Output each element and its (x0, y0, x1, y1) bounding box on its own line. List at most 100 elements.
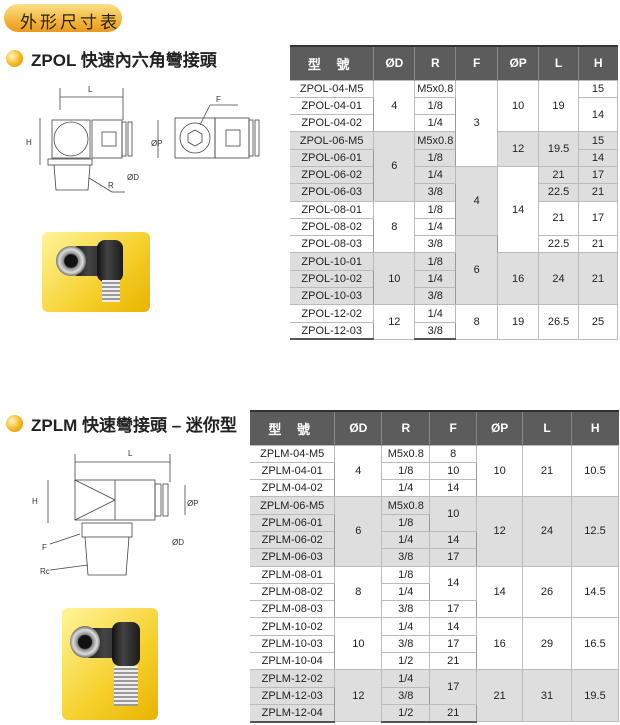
value-cell: 1/4 (381, 582, 431, 602)
value-cell: 1/4 (381, 479, 431, 498)
zpol-dimension-drawing: L H ØP ØD R F (26, 85, 260, 193)
value-cell: 8 (455, 304, 499, 340)
label-Rc: Rc (40, 567, 50, 576)
column-header: ØD (373, 45, 415, 80)
value-cell: 10 (497, 79, 540, 133)
model-cell: ZPLM-12-02 (250, 669, 336, 688)
column-header: F (455, 45, 498, 80)
value-cell: 1/2 (381, 703, 431, 723)
model-cell: ZPOL-10-01 (290, 252, 375, 271)
value-cell: 10 (429, 461, 478, 481)
model-cell: ZPLM-06-02 (250, 530, 336, 550)
model-cell: ZPLM-06-01 (250, 513, 336, 532)
value-cell: 21 (578, 235, 618, 254)
value-cell: M5x0.8 (414, 79, 457, 98)
value-cell: 10 (476, 444, 524, 498)
zplm-product-photo (62, 608, 158, 720)
value-cell: 21 (538, 165, 580, 185)
value-cell: 22.5 (538, 183, 580, 202)
model-cell: ZPLM-04-M5 (250, 444, 336, 463)
value-cell: 21 (578, 252, 618, 306)
value-cell: 24 (538, 252, 580, 306)
model-cell: ZPOL-08-01 (290, 200, 375, 219)
model-cell: ZPOL-06-M5 (290, 131, 375, 150)
value-cell: 10 (334, 617, 383, 671)
value-cell: 24 (522, 496, 572, 567)
value-cell: 19.5 (538, 131, 580, 167)
value-cell: 8 (373, 200, 416, 254)
value-cell: 6 (455, 235, 499, 306)
column-header: 型 號 (250, 410, 335, 445)
section-badge: 外形尺寸表 (4, 4, 122, 32)
column-header: ØP (497, 45, 539, 80)
column-header: H (571, 410, 619, 445)
value-cell: 14 (497, 165, 540, 254)
value-cell: 16 (476, 617, 524, 671)
value-cell: 14 (429, 617, 478, 636)
label-P: ØP (187, 499, 199, 508)
label-D: ØD (172, 538, 184, 547)
model-cell: ZPOL-12-02 (290, 304, 375, 323)
value-cell: 6 (334, 496, 383, 567)
value-cell: 22.5 (538, 235, 580, 254)
value-cell: 3/8 (381, 600, 431, 619)
column-header: F (429, 410, 477, 445)
value-cell: 17 (429, 634, 478, 654)
model-cell: ZPLM-08-02 (250, 582, 336, 602)
column-header: R (414, 45, 456, 80)
value-cell: 8 (429, 444, 478, 463)
value-cell: 15 (578, 79, 618, 98)
value-cell: 21 (522, 444, 572, 498)
value-cell: 1/8 (381, 513, 431, 532)
value-cell: 14 (578, 96, 618, 133)
label-F: F (216, 95, 221, 104)
value-cell: 14 (429, 565, 478, 602)
value-cell: 3/8 (381, 548, 431, 567)
model-cell: ZPOL-06-03 (290, 183, 375, 202)
value-cell: 6 (373, 131, 416, 202)
label-R: R (108, 181, 114, 190)
value-cell: 10 (373, 252, 416, 306)
value-cell: 1/4 (414, 217, 457, 237)
column-header: ØD (334, 410, 382, 445)
model-cell: ZPLM-10-02 (250, 617, 336, 636)
model-cell: ZPOL-10-03 (290, 287, 375, 306)
label-D: ØD (127, 173, 139, 182)
label-F: F (42, 543, 47, 552)
bullet-icon (6, 415, 23, 432)
value-cell: 12 (497, 131, 540, 167)
value-cell: 29 (522, 617, 572, 671)
zpol-title-text: ZPOL 快速內六角彎接頭 (31, 51, 217, 70)
value-cell: 1/4 (414, 269, 457, 289)
column-header: ØP (476, 410, 523, 445)
value-cell: M5x0.8 (381, 444, 431, 463)
table-row: ZPLM-08-02 1/4 (250, 582, 619, 602)
label-L: L (128, 449, 133, 458)
value-cell: 1/4 (414, 114, 457, 133)
value-cell: 19 (538, 79, 580, 133)
label-H: H (26, 138, 32, 147)
column-header: 型 號 (290, 45, 374, 80)
value-cell: 1/4 (414, 304, 457, 323)
value-cell: 21 (429, 652, 478, 671)
value-cell: 1/4 (381, 530, 431, 550)
value-cell: 10 (429, 496, 478, 532)
model-cell: ZPOL-04-02 (290, 114, 375, 133)
value-cell: 21 (476, 669, 524, 723)
label-H: H (32, 497, 38, 506)
column-header: R (381, 410, 430, 445)
value-cell: 1/8 (381, 565, 431, 584)
value-cell: 31 (522, 669, 572, 723)
